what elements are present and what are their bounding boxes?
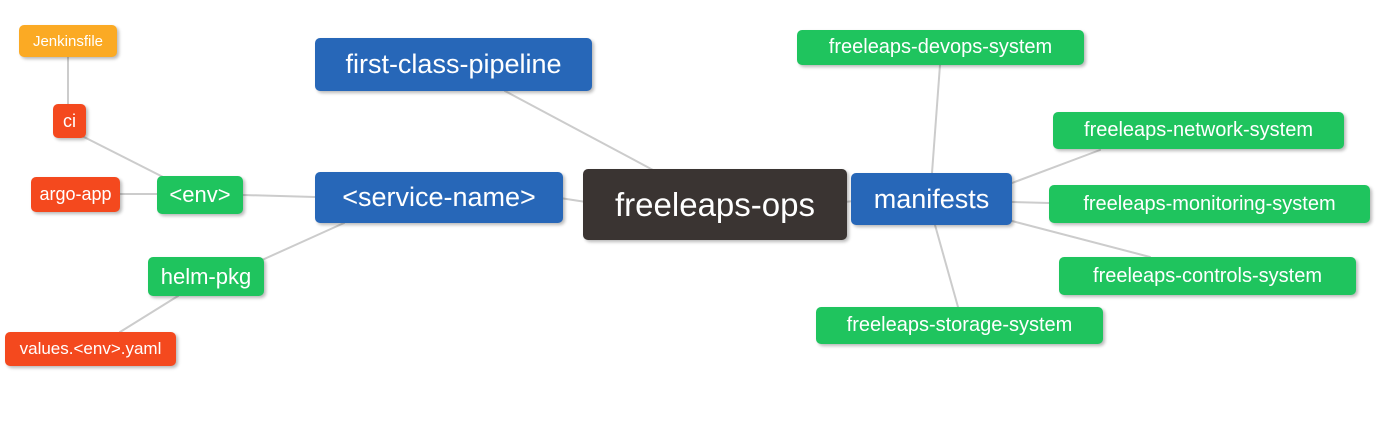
node-ci[interactable]: ci [53, 104, 86, 138]
node-storage-system[interactable]: freeleaps-storage-system [816, 307, 1103, 344]
edge-manifests-devops-system [931, 64, 941, 174]
edge-values-helm-pkg [119, 295, 179, 333]
edge-manifests-controls-system [1011, 220, 1151, 258]
node-network-system[interactable]: freeleaps-network-system [1053, 112, 1344, 149]
edge-service-name-freeleaps-ops [559, 197, 587, 203]
node-controls-system[interactable]: freeleaps-controls-system [1059, 257, 1356, 295]
node-manifests[interactable]: manifests [851, 173, 1012, 225]
node-values-env-yaml[interactable]: values.<env>.yaml [5, 332, 176, 366]
edge-manifests-network-system [1011, 149, 1101, 184]
node-jenkinsfile[interactable]: Jenkinsfile [19, 25, 117, 57]
edge-ci-env [81, 135, 166, 179]
node-first-class-pipeline[interactable]: first-class-pipeline [315, 38, 592, 91]
node-helm-pkg[interactable]: helm-pkg [148, 257, 264, 296]
node-freeleaps-ops[interactable]: freeleaps-ops [583, 169, 847, 240]
edge-helm-pkg-service-name [261, 222, 345, 261]
edge-manifests-monitoring-system [1011, 201, 1050, 204]
node-service-name[interactable]: <service-name> [315, 172, 563, 223]
node-argo-app[interactable]: argo-app [31, 177, 120, 212]
node-devops-system[interactable]: freeleaps-devops-system [797, 30, 1084, 65]
edge-env-service-name [242, 194, 316, 198]
node-monitoring-system[interactable]: freeleaps-monitoring-system [1049, 185, 1370, 223]
node-env[interactable]: <env> [157, 176, 243, 214]
edge-manifests-storage-system [934, 224, 959, 308]
edge-pipeline-freeleaps-ops [504, 90, 654, 171]
